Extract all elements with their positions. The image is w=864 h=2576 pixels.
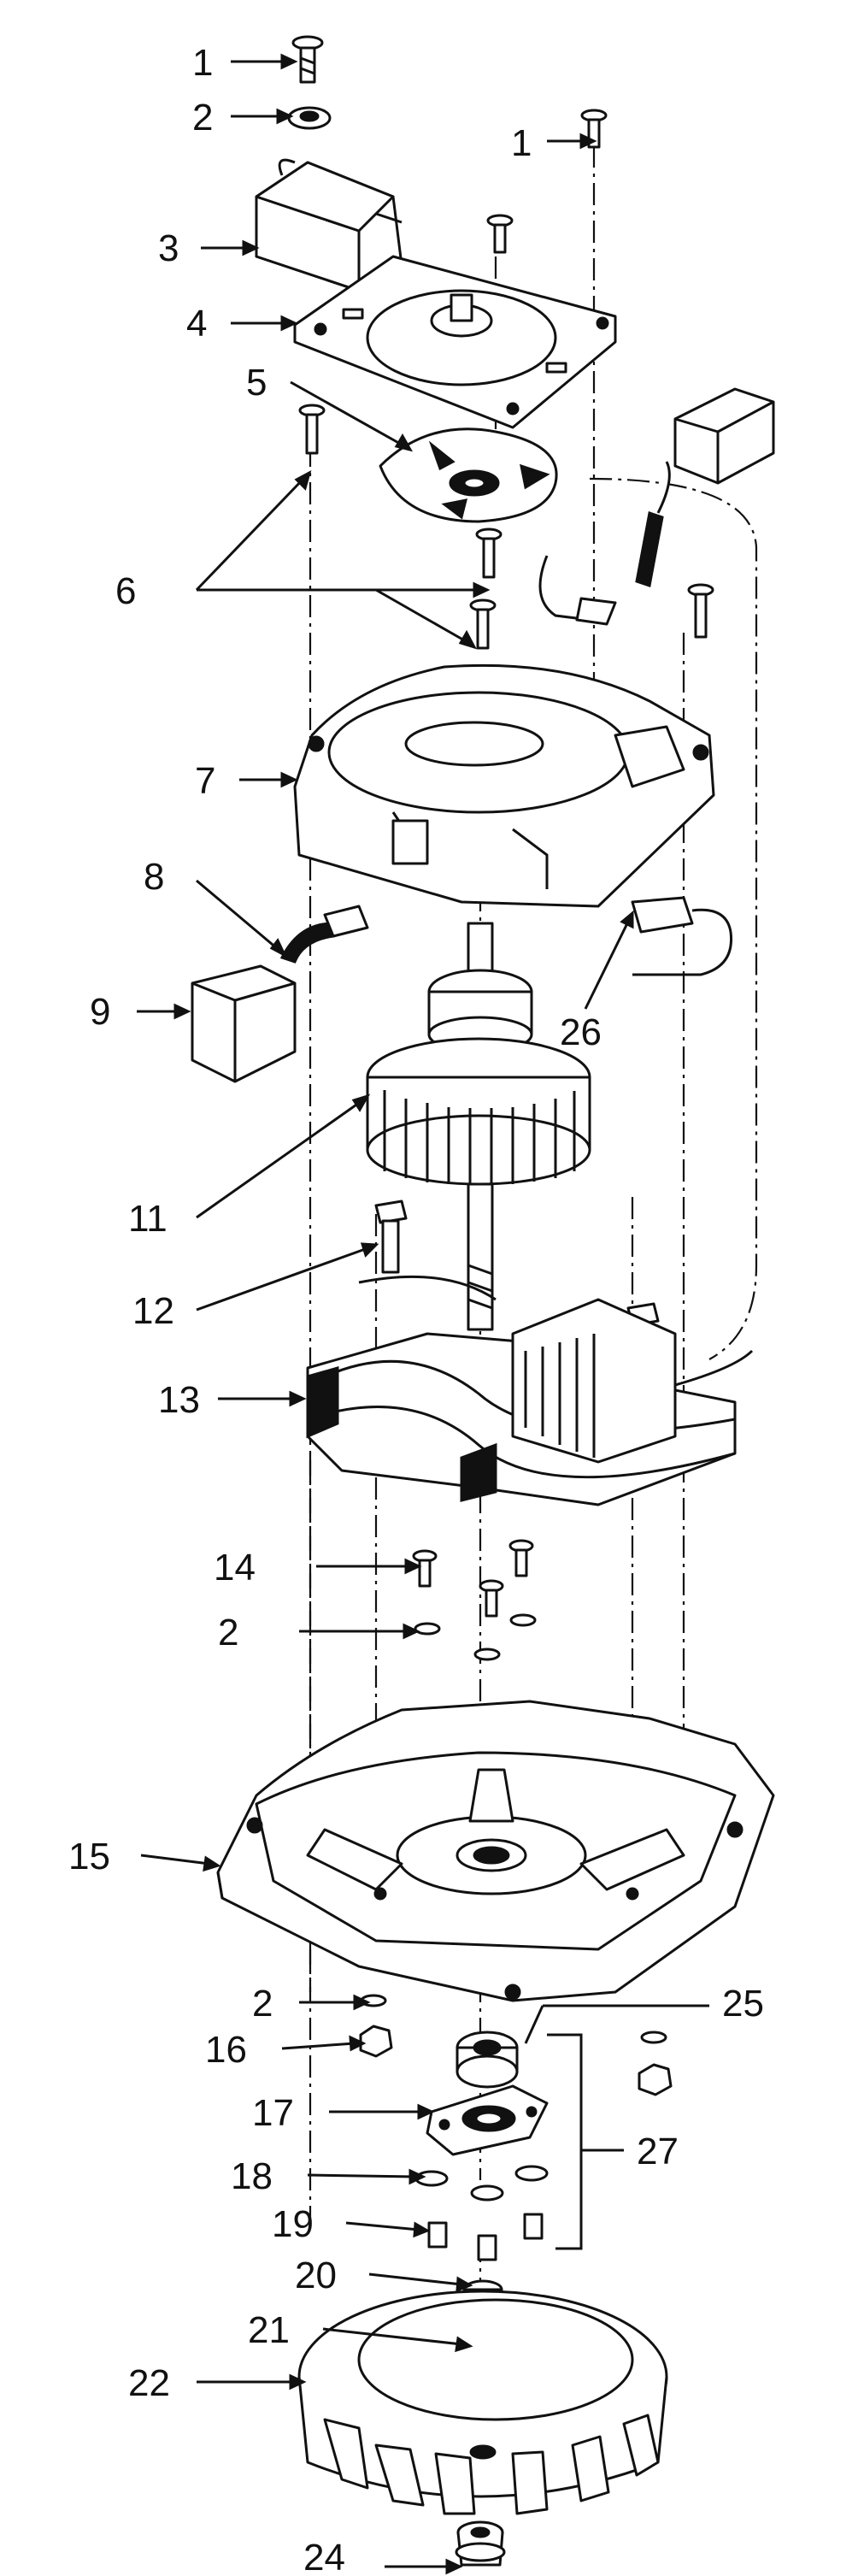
part-15-base-housing xyxy=(216,1700,775,2002)
callout-18: 18 xyxy=(231,2155,273,2197)
callout-12: 12 xyxy=(132,1290,174,1332)
part-4-end-plate xyxy=(293,255,617,429)
callout-11: 11 xyxy=(128,1198,168,1240)
callout-4: 4 xyxy=(186,303,207,345)
part-22-fan xyxy=(297,2290,668,2515)
part-1-screw xyxy=(291,35,324,84)
part-2-washers-mid xyxy=(414,1613,537,1661)
callout-17: 17 xyxy=(252,2092,294,2134)
part-24-nut xyxy=(455,2520,506,2567)
callout-26: 26 xyxy=(560,1011,602,1053)
callout-2-mid: 2 xyxy=(218,1612,238,1653)
callout-16: 16 xyxy=(205,2029,247,2071)
callout-2-top: 2 xyxy=(192,97,213,139)
callout-27: 27 xyxy=(637,2131,679,2172)
part-8-carbon-brush xyxy=(279,905,369,964)
callout-24: 24 xyxy=(303,2537,345,2576)
callout-1-right: 1 xyxy=(511,122,532,164)
callout-1-top: 1 xyxy=(192,42,213,84)
callout-3: 3 xyxy=(158,227,179,269)
part-26-terminal xyxy=(631,896,733,976)
callout-8: 8 xyxy=(144,856,164,898)
part-6-screws xyxy=(298,404,714,650)
part-17-retainer xyxy=(426,2084,549,2156)
callout-2-lower: 2 xyxy=(252,1983,273,2025)
part-9-brush-cap xyxy=(191,964,297,1083)
part-13-field-coil xyxy=(306,1275,754,1506)
part-11-armature xyxy=(366,922,591,1331)
part-brush-cap-top xyxy=(538,387,775,626)
callout-22: 22 xyxy=(128,2362,170,2404)
callout-25: 25 xyxy=(722,1983,764,2025)
callout-14: 14 xyxy=(214,1547,256,1589)
callout-5: 5 xyxy=(246,362,267,404)
part-18-washers xyxy=(414,2165,549,2202)
callout-19: 19 xyxy=(272,2203,314,2245)
callout-13: 13 xyxy=(158,1379,200,1421)
callout-numbers: 1 2 1 3 4 5 6 7 8 9 26 11 12 13 14 2 15 … xyxy=(68,42,764,2576)
part-2-washer xyxy=(287,106,332,130)
leader-arrows xyxy=(137,53,709,2575)
part-7-housing xyxy=(293,663,715,908)
part-25-bearing xyxy=(456,2031,519,2089)
part-19-studs xyxy=(427,2213,544,2261)
callout-9: 9 xyxy=(90,991,110,1033)
callout-6: 6 xyxy=(115,570,136,612)
callout-15: 15 xyxy=(68,1836,110,1877)
part-plate-screw xyxy=(486,214,514,254)
callout-21: 21 xyxy=(248,2309,290,2351)
callout-7: 7 xyxy=(195,760,215,802)
part-16-nuts xyxy=(359,1994,673,2096)
part-14-screws xyxy=(412,1539,534,1618)
part-5-brush-plate xyxy=(379,427,558,523)
callout-20: 20 xyxy=(295,2255,337,2296)
